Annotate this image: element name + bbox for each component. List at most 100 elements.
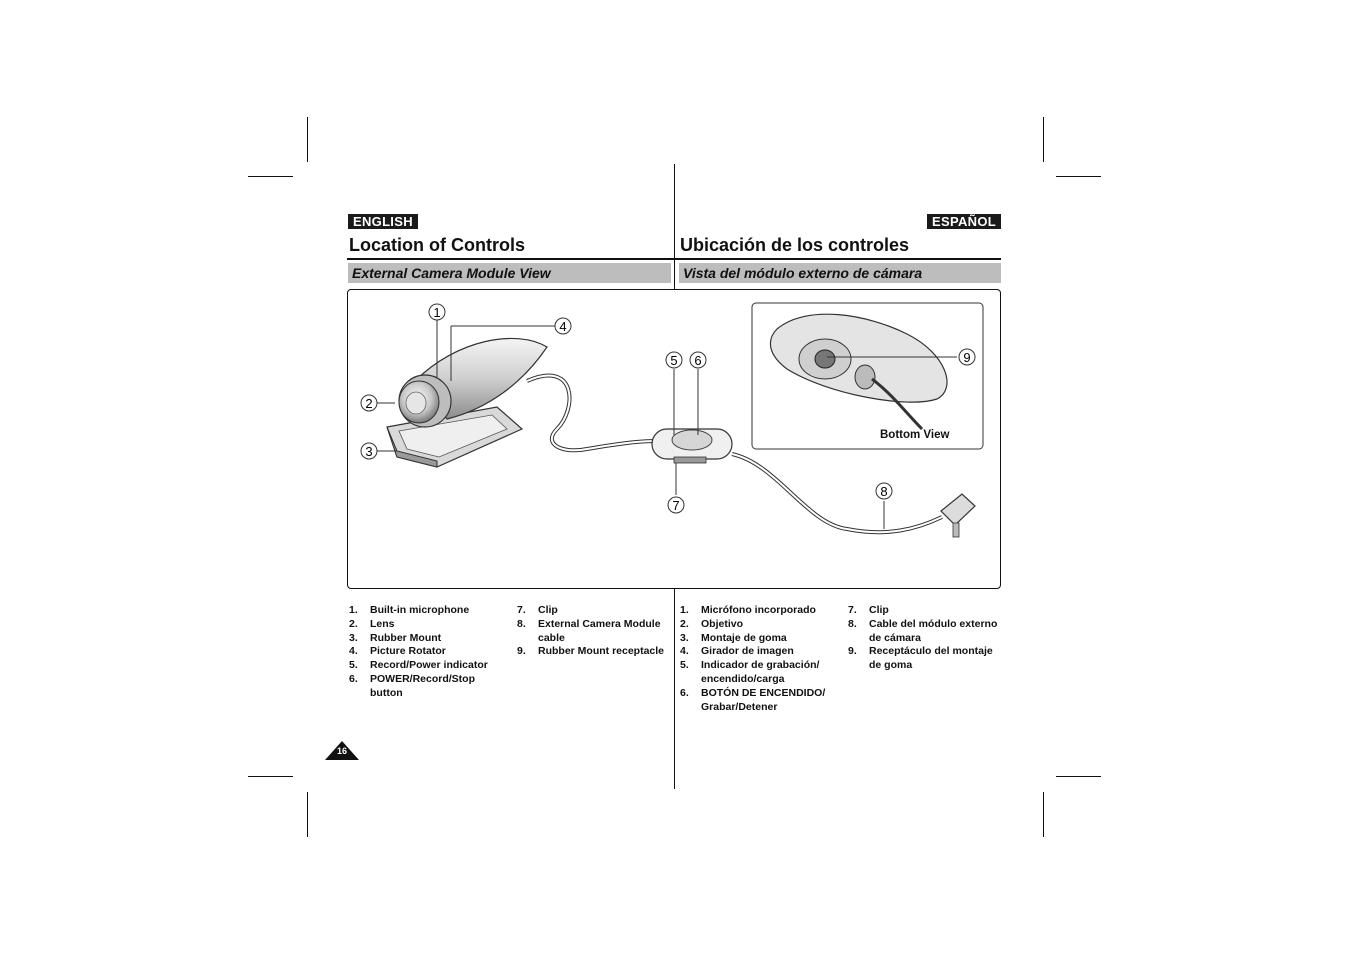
list-item-text: BOTÓN DE ENCENDIDO/ Grabar/Detener <box>701 686 826 713</box>
list-item-number: 7. <box>517 604 526 616</box>
list-item-text: Picture Rotator <box>370 645 446 658</box>
list-item: 5. Indicador de grabación/ encendido/carg… <box>680 659 830 687</box>
crop-mark <box>307 792 308 837</box>
list-item: 1. Micrófono incorporado <box>680 604 830 618</box>
list-item: 5. Record/Power indicator <box>349 659 499 673</box>
list-item-text: External Camera Module cable <box>538 617 661 644</box>
svg-text:2: 2 <box>365 396 372 411</box>
svg-text:5: 5 <box>670 353 677 368</box>
english-list-col2: 7. Clip 8. External Camera Module cable 9. Ru… <box>517 604 669 659</box>
list-item: 6. POWER/Record/Stop button <box>349 673 499 701</box>
cable-plug <box>940 493 976 538</box>
list-item-number: 6. <box>680 686 689 699</box>
list-item-number: 1. <box>349 604 358 616</box>
callout-1: 1 <box>428 303 446 321</box>
power-switch-box <box>651 428 733 464</box>
title-rule <box>347 258 1001 260</box>
list-item-text: Objetivo <box>701 617 744 630</box>
list-item: 8. External Camera Module cable <box>517 618 669 646</box>
list-item-number: 1. <box>680 604 689 616</box>
camera-module-figure <box>347 289 1001 589</box>
list-item: 7.Clip <box>848 604 1000 618</box>
list-item-text: Record/Power indicator <box>370 659 488 672</box>
list-item-number: 4. <box>349 645 358 658</box>
svg-text:4: 4 <box>559 319 566 334</box>
english-list-col1: 1. Built-in microphone 2. Lens 3.Rubber Moun… <box>349 604 499 701</box>
list-item-number: 4. <box>680 645 689 658</box>
callout-7: 7 <box>667 496 685 514</box>
list-item: 3. Montaje de goma <box>680 632 830 646</box>
crop-mark <box>248 176 293 177</box>
crop-mark <box>1043 792 1044 837</box>
list-item-number: 5. <box>349 659 358 672</box>
list-item-text: Micrófono incorporado <box>701 604 816 616</box>
svg-text:6: 6 <box>694 353 701 368</box>
center-divider <box>674 164 675 290</box>
list-item: 9. Receptáculo del montaje de goma <box>848 645 1000 673</box>
list-item-text: Girador de imagen <box>701 645 794 658</box>
list-item-text: Receptáculo del montaje de goma <box>869 645 993 672</box>
crop-mark <box>248 776 293 777</box>
list-item-number: 7. <box>848 604 857 616</box>
crop-mark <box>307 117 308 162</box>
crop-mark <box>1056 176 1101 177</box>
list-item-text: POWER/Record/Stop button <box>370 672 476 699</box>
list-item-text: Montaje de goma <box>701 631 787 644</box>
english-badge: ENGLISH <box>348 214 418 229</box>
list-item-text: Rubber Mount receptacle <box>538 645 665 658</box>
list-item: 9. Rubber Mount receptacle <box>517 645 669 659</box>
list-item-number: 2. <box>349 617 358 630</box>
list-item: 7. Clip <box>517 604 669 618</box>
list-item: 8.Cable del módulo externo de cámara <box>848 618 1000 646</box>
camera-body <box>398 337 548 428</box>
page-number-marker <box>325 741 359 760</box>
external-cable <box>731 452 943 535</box>
list-item: 4. Picture Rotator <box>349 645 499 659</box>
crop-mark <box>1056 776 1101 777</box>
svg-text:7: 7 <box>672 498 679 513</box>
callout-9: 9 <box>958 348 976 366</box>
camera-cable <box>526 373 658 453</box>
page-number: 16 <box>336 746 347 756</box>
list-item-number: 9. <box>517 645 526 658</box>
svg-text:3: 3 <box>365 444 372 459</box>
list-item: 4. Girador de imagen <box>680 645 830 659</box>
callout-4: 4 <box>554 317 572 335</box>
callout-5: 5 <box>665 351 683 369</box>
leader-lines <box>377 319 957 529</box>
spanish-badge: ESPAÑOL <box>927 214 1001 229</box>
page-title-spanish: Ubicación de los controles <box>680 235 910 255</box>
list-item: 6. BOTÓN DE ENCENDIDO/ Grabar/Detener <box>680 687 830 715</box>
callout-group: 1 4 2 3 5 6 7 8 9 <box>360 303 976 514</box>
list-item-number: 9. <box>848 645 857 658</box>
bottom-view-inset <box>751 302 984 450</box>
list-item-number: 5. <box>680 659 689 672</box>
list-item-text: Lens <box>370 617 395 630</box>
list-item: 2. Lens <box>349 618 499 632</box>
list-item-number: 8. <box>517 617 526 630</box>
bottom-view-label: Bottom View <box>880 429 950 441</box>
list-item-number: 3. <box>680 631 689 644</box>
callout-8: 8 <box>875 482 893 500</box>
svg-text:9: 9 <box>963 350 970 365</box>
camera-illustration: 1 4 2 3 5 6 7 8 9 <box>360 302 984 538</box>
section-subtitle-english: External Camera Module View <box>348 263 671 283</box>
callout-3: 3 <box>360 442 378 460</box>
svg-text:8: 8 <box>880 484 887 499</box>
center-divider <box>674 589 675 789</box>
list-item-number: 6. <box>349 672 358 685</box>
crop-mark <box>1043 117 1044 162</box>
list-item-number: 3. <box>349 631 358 644</box>
spanish-list-col1: 1. Micrófono incorporado 2. Objetivo 3. Monta… <box>680 604 830 714</box>
list-item-number: 2. <box>680 617 689 630</box>
list-item-number: 8. <box>848 617 857 630</box>
list-item-text: Built-in microphone <box>370 604 470 616</box>
callout-2: 2 <box>360 394 378 412</box>
section-subtitle-spanish: Vista del módulo externo de cámara <box>679 263 1001 283</box>
list-item-text: Indicador de grabación/ encendido/carga <box>701 659 820 685</box>
list-item-text: Clip <box>538 604 558 616</box>
svg-text:1: 1 <box>433 305 440 320</box>
list-item: 1. Built-in microphone <box>349 604 499 618</box>
list-item: 3.Rubber Mount <box>349 632 499 646</box>
